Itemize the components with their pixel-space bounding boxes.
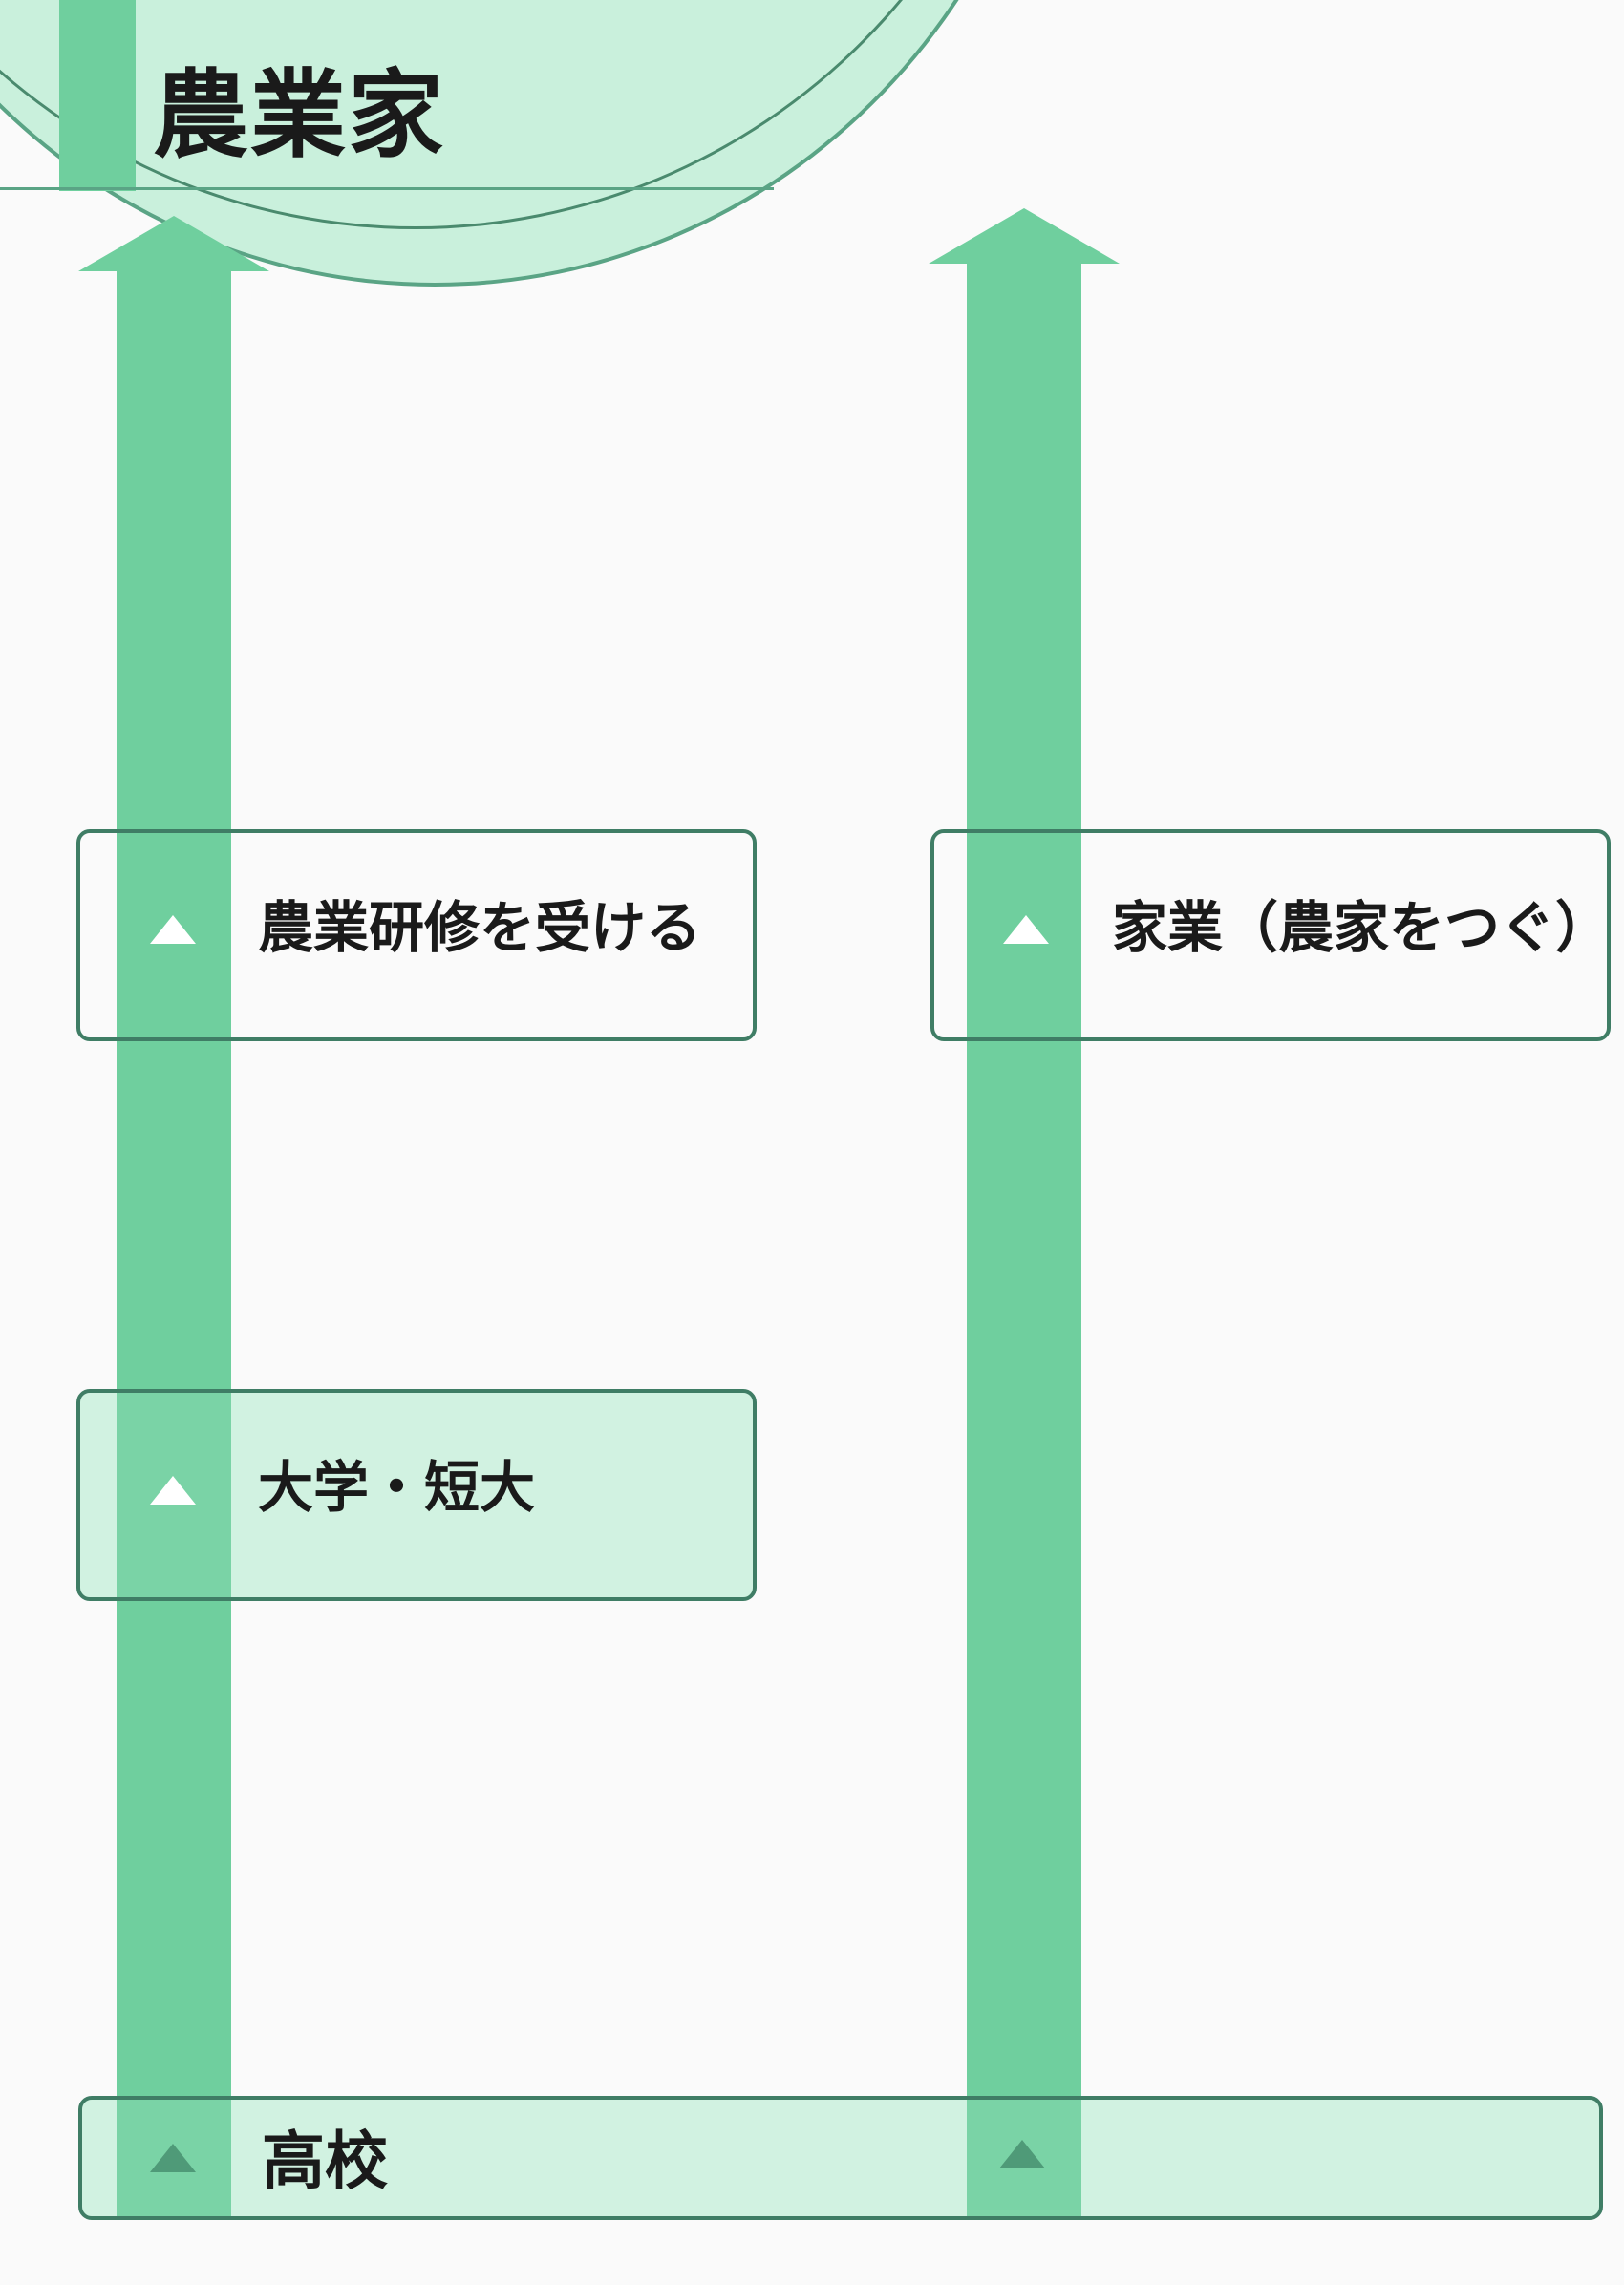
- step-high-school: [78, 2096, 1603, 2220]
- left-arrow-head: [78, 216, 269, 271]
- step-agricultural-training: [76, 829, 757, 1041]
- up-triangle-icon: [1003, 915, 1049, 944]
- up-triangle-icon: [999, 2140, 1045, 2168]
- up-triangle-icon: [150, 1476, 196, 1505]
- right-arrow-head: [929, 208, 1120, 264]
- header-accent-bar: [59, 0, 136, 191]
- header-underline: [0, 187, 774, 190]
- step-family-business: [930, 829, 1611, 1041]
- page-title: 農業家: [153, 58, 445, 171]
- step-label: 大学・短大: [258, 1455, 536, 1520]
- up-triangle-icon: [150, 2144, 196, 2172]
- step-label: 農業研修を受ける: [258, 895, 702, 960]
- step-label: 高校: [262, 2125, 388, 2198]
- right-arrow-shaft: [967, 262, 1081, 2210]
- up-triangle-icon: [150, 915, 196, 944]
- step-label: 家業（農家をつぐ）: [1112, 895, 1612, 960]
- left-arrow-shaft: [117, 269, 231, 2218]
